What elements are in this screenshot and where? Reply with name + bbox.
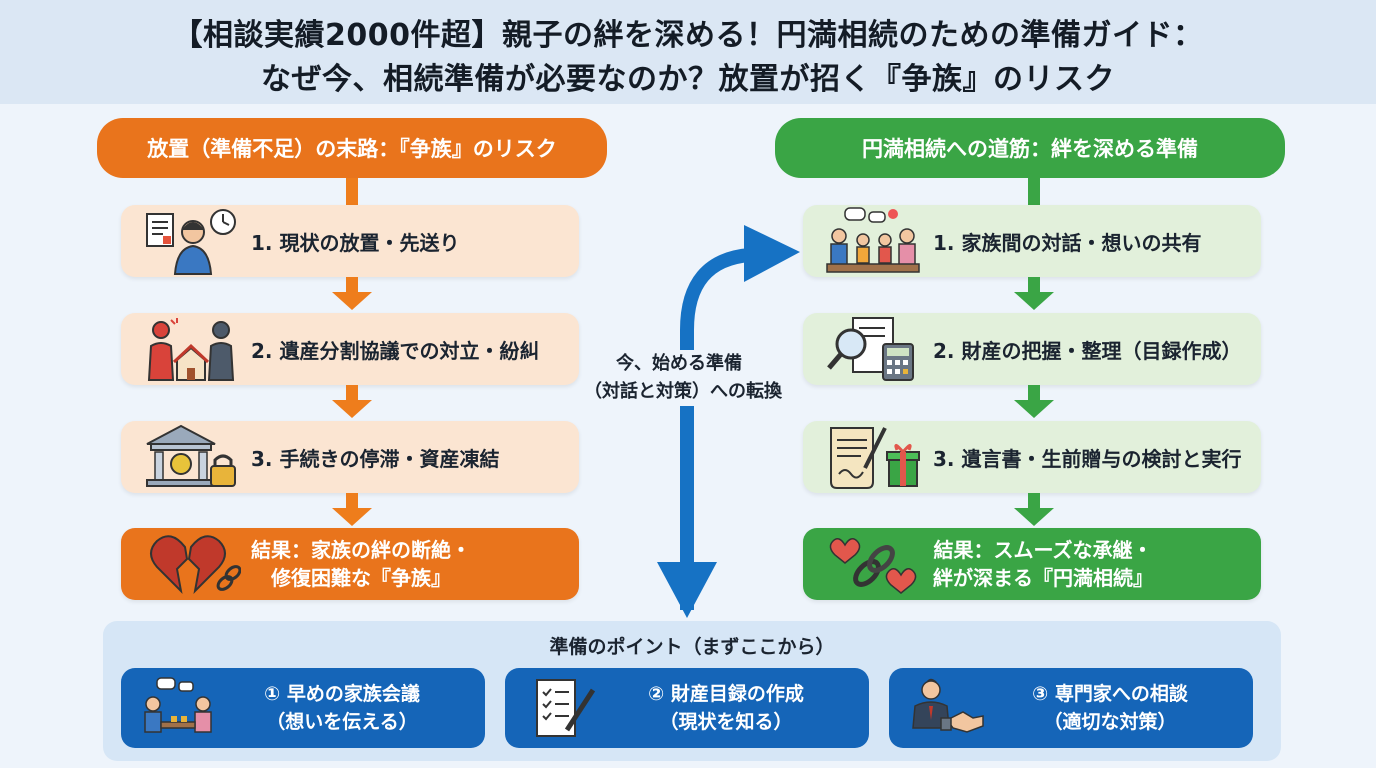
down-arrow-icon	[332, 508, 372, 526]
connector-line	[1028, 178, 1040, 205]
broken-heart-chain-icon	[150, 535, 241, 594]
point-1-line-2: （想いを伝える）	[266, 711, 418, 733]
down-arrow-icon	[1014, 400, 1054, 418]
path-result-line-2: 絆が深まる『円満相続』	[933, 566, 1153, 590]
point-family-meeting: ① 早めの家族会議 （想いを伝える）	[121, 668, 485, 748]
point-2-text: ② 財産目録の作成 （現状を知る）	[603, 680, 869, 736]
path-result-text: 結果：スムーズな承継・ 絆が深まる『円満相続』	[933, 536, 1153, 592]
down-arrow-icon	[1014, 508, 1054, 526]
path-step-3-label: 3. 遺言書・生前贈与の検討と実行	[933, 446, 1242, 471]
point-2-line-1: ② 財産目録の作成	[648, 683, 804, 705]
path-step-1-label: 1. 家族間の対話・想いの共有	[933, 230, 1202, 255]
connector-line	[346, 277, 358, 292]
risk-result-text: 結果：家族の絆の断絶・ 修復困難な『争族』	[251, 536, 471, 592]
point-3-line-1: ③ 専門家への相談	[1032, 683, 1188, 705]
connector-line	[1028, 385, 1040, 400]
point-1-text: ① 早めの家族会議 （想いを伝える）	[219, 680, 485, 736]
magnifier-calculator-icon	[827, 317, 914, 381]
down-arrow-icon	[1014, 292, 1054, 310]
bank-lock-icon	[146, 424, 236, 487]
arrow-down-head-icon	[657, 562, 717, 618]
risk-result-line-1: 結果：家族の絆の断絶・	[251, 538, 471, 562]
points-title: 準備のポイント（まずここから）	[549, 636, 835, 658]
risk-step-1-label: 1. 現状の放置・先送り	[251, 230, 460, 255]
page-title-line-2: なぜ今、相続準備が必要なのか？放置が招く『争族』のリスク	[261, 62, 1115, 97]
point-1-line-1: ① 早めの家族会議	[264, 683, 420, 705]
person-document-clock-icon	[146, 209, 236, 275]
risk-step-2: 2. 遺産分割協議での対立・紛糾	[121, 313, 579, 385]
connector-line	[1028, 493, 1040, 508]
path-result: 結果：スムーズな承継・ 絆が深まる『円満相続』	[803, 528, 1261, 600]
arguing-people-house-icon	[147, 318, 235, 381]
checklist-pen-icon	[536, 679, 596, 737]
path-step-2: 2. 財産の把握・整理（目録作成）	[803, 313, 1261, 385]
path-step-1: 1. 家族間の対話・想いの共有	[803, 205, 1261, 277]
path-column-title: 円満相続への道筋：絆を深める準備	[775, 118, 1285, 178]
point-asset-inventory: ② 財産目録の作成 （現状を知る）	[505, 668, 869, 748]
transition-label-line-2: （対話と対策）への転換	[584, 381, 782, 402]
path-result-line-1: 結果：スムーズな承継・	[933, 538, 1153, 562]
transition-arrow	[657, 225, 800, 618]
risk-result: 結果：家族の絆の断絶・ 修復困難な『争族』	[121, 528, 579, 600]
family-meeting-icon	[144, 677, 212, 733]
risk-step-3: 3. 手続きの停滞・資産凍結	[121, 421, 579, 493]
connector-line	[346, 385, 358, 400]
risk-step-1: 1. 現状の放置・先送り	[121, 205, 579, 277]
family-conversation-icon	[826, 207, 920, 273]
point-expert-consult: ③ 専門家への相談 （適切な対策）	[889, 668, 1253, 748]
point-3-line-2: （適切な対策）	[1043, 711, 1177, 733]
point-3-text: ③ 専門家への相談 （適切な対策）	[987, 680, 1253, 736]
arrow-right-head-icon	[744, 225, 800, 282]
connector-line	[346, 493, 358, 508]
path-step-2-label: 2. 財産の把握・整理（目録作成）	[933, 338, 1242, 363]
risk-step-2-label: 2. 遺産分割協議での対立・紛糾	[251, 338, 540, 363]
transition-label-line-1: 今、始める準備	[616, 353, 742, 374]
risk-step-3-label: 3. 手続きの停滞・資産凍結	[251, 446, 500, 471]
point-2-line-2: （現状を知る）	[659, 711, 793, 733]
down-arrow-icon	[332, 292, 372, 310]
page-header: 【相談実績2000件超】親子の絆を深める！円満相続のための準備ガイド： なぜ今、…	[0, 0, 1376, 104]
path-step-3: 3. 遺言書・生前贈与の検討と実行	[803, 421, 1261, 493]
will-gift-icon	[830, 427, 920, 489]
connector-line	[346, 178, 358, 205]
page-title-line-1: 【相談実績2000件超】親子の絆を深める！円満相続のための準備ガイド：	[172, 18, 1204, 53]
transition-label: 今、始める準備 （対話と対策）への転換	[584, 350, 782, 406]
connector-line	[1028, 277, 1040, 292]
down-arrow-icon	[332, 400, 372, 418]
risk-column-title: 放置（準備不足）の末路：『争族』のリスク	[97, 118, 607, 178]
handshake-expert-icon	[912, 678, 984, 733]
chain-hearts-icon	[829, 538, 917, 594]
risk-result-line-2: 修復困難な『争族』	[271, 566, 451, 590]
